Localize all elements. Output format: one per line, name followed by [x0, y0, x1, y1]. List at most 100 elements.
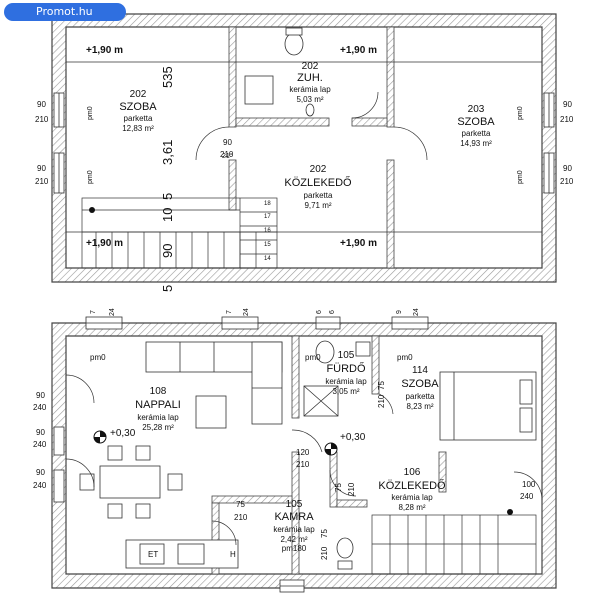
level-mark: +1,90 m: [86, 45, 123, 56]
stair-marker: [89, 207, 95, 213]
misc-label: pm0: [87, 170, 94, 184]
upper-windows: [53, 92, 555, 194]
room-number: 202: [302, 61, 319, 72]
misc-label: pm0: [90, 353, 106, 362]
room-floor: parketta: [462, 129, 491, 138]
misc-label: H: [230, 550, 236, 559]
stair-number: 17: [264, 214, 271, 220]
door-height: 240: [520, 492, 534, 501]
ground-outer-wall: [51, 322, 557, 589]
room-number: 108: [150, 386, 167, 397]
room-name: FÜRDŐ: [326, 361, 366, 375]
room-floor: kerámia lap: [289, 85, 331, 94]
upper-partitions: [228, 26, 395, 269]
room-number: 105: [338, 350, 355, 361]
door-width: 75: [334, 483, 343, 492]
window-dim: 9: [396, 310, 403, 314]
dimension-label: 3,61: [160, 140, 175, 165]
window-dim: 24: [243, 308, 250, 316]
misc-label: pm0: [305, 353, 321, 362]
room-name: KÖZLEKEDŐ: [284, 175, 352, 189]
room-number: 202: [310, 164, 327, 175]
door-height: 210: [296, 460, 310, 469]
upper-floor-plan: [51, 13, 557, 283]
door-width: 75: [377, 381, 386, 390]
room-name: SZOBA: [119, 101, 157, 113]
window-dim: 6: [316, 310, 323, 314]
door-height: 210: [35, 177, 49, 186]
room-floor: kerámia lap: [391, 493, 433, 502]
level-mark: +1,90 m: [340, 45, 377, 56]
ground-partitions: [211, 335, 447, 575]
watermark-badge: Promot.hu: [4, 3, 126, 21]
room-area: 5,03 m²: [296, 95, 323, 104]
room-area: 8,23 m²: [406, 402, 433, 411]
ground-labels: 108 NAPPALI kerámia lap 25,28 m² 105 FÜR…: [33, 308, 536, 560]
room-name: NAPPALI: [135, 399, 181, 411]
window-dim: 7: [226, 310, 233, 314]
room-floor: kerámia lap: [137, 413, 179, 422]
sofa: [145, 341, 283, 429]
door-height: 210: [560, 115, 574, 124]
level-marker-icon: [93, 430, 338, 456]
dimension-label: 10: [160, 208, 175, 222]
room-number: 105: [286, 499, 303, 510]
stair-number: 16: [264, 228, 271, 234]
dimension-label: 5: [160, 193, 175, 200]
room-area: 3,05 m²: [332, 387, 359, 396]
room-number: 203: [468, 104, 485, 115]
upper-stairs: [81, 197, 278, 269]
door-width: 120: [296, 448, 310, 457]
misc-label: pm0: [517, 170, 524, 184]
level-mark: +1,90 m: [340, 238, 377, 249]
door-width: 75: [320, 529, 329, 538]
upper-outer-wall: [51, 13, 557, 283]
window-dim: 6: [329, 310, 336, 314]
room-number: 106: [404, 467, 421, 478]
room-extra: pm180: [282, 544, 307, 553]
door-width: 75: [236, 500, 245, 509]
misc-label: pm0: [397, 353, 413, 362]
ground-doors: [65, 374, 543, 546]
door-width: 90: [37, 164, 46, 173]
door-width: 90: [563, 164, 572, 173]
bathroom-fixtures: [303, 340, 371, 570]
upper-labels: 202 SZOBA parketta 12,83 m² 202 ZUH. ker…: [35, 45, 574, 292]
kitchen-counter: [125, 539, 239, 569]
stair-number: 14: [264, 256, 271, 262]
door-height: 210: [234, 513, 248, 522]
window-dim: 24: [413, 308, 420, 316]
room-name: SZOBA: [401, 378, 439, 390]
door-width: 90: [36, 391, 45, 400]
door-width: 90: [563, 100, 572, 109]
dimension-label: 90: [160, 244, 175, 258]
room-name: KÖZLEKEDŐ: [378, 478, 446, 492]
window-dim: 7: [90, 310, 97, 314]
level-mark: +0,30: [110, 428, 136, 439]
door-width: 90: [36, 428, 45, 437]
room-name: ZUH.: [297, 72, 323, 84]
room-area: 9,71 m²: [304, 201, 331, 210]
door-width: 90: [37, 100, 46, 109]
stair-number: 18: [264, 201, 271, 207]
stair-number: 15: [264, 242, 271, 248]
level-mark: +1,90 m: [86, 238, 123, 249]
room-area: 8,28 m²: [398, 503, 425, 512]
dining-table: [79, 445, 183, 519]
door-height: 210: [377, 394, 386, 408]
door-height: 210: [220, 150, 234, 159]
room-area: 14,93 m²: [460, 139, 492, 148]
room-number: 114: [412, 365, 428, 376]
ground-windows: [53, 316, 429, 593]
room-floor: kerámia lap: [325, 377, 367, 386]
door-height: 240: [33, 403, 47, 412]
dimension-label: 5: [160, 285, 175, 292]
misc-label: pm0: [517, 106, 524, 120]
room-name: SZOBA: [457, 116, 495, 128]
misc-label: 21°: [222, 152, 233, 160]
door-height: 210: [347, 482, 356, 496]
door-height: 240: [33, 440, 47, 449]
upper-sanitary: [244, 27, 315, 117]
room-area: 25,28 m²: [142, 423, 174, 432]
